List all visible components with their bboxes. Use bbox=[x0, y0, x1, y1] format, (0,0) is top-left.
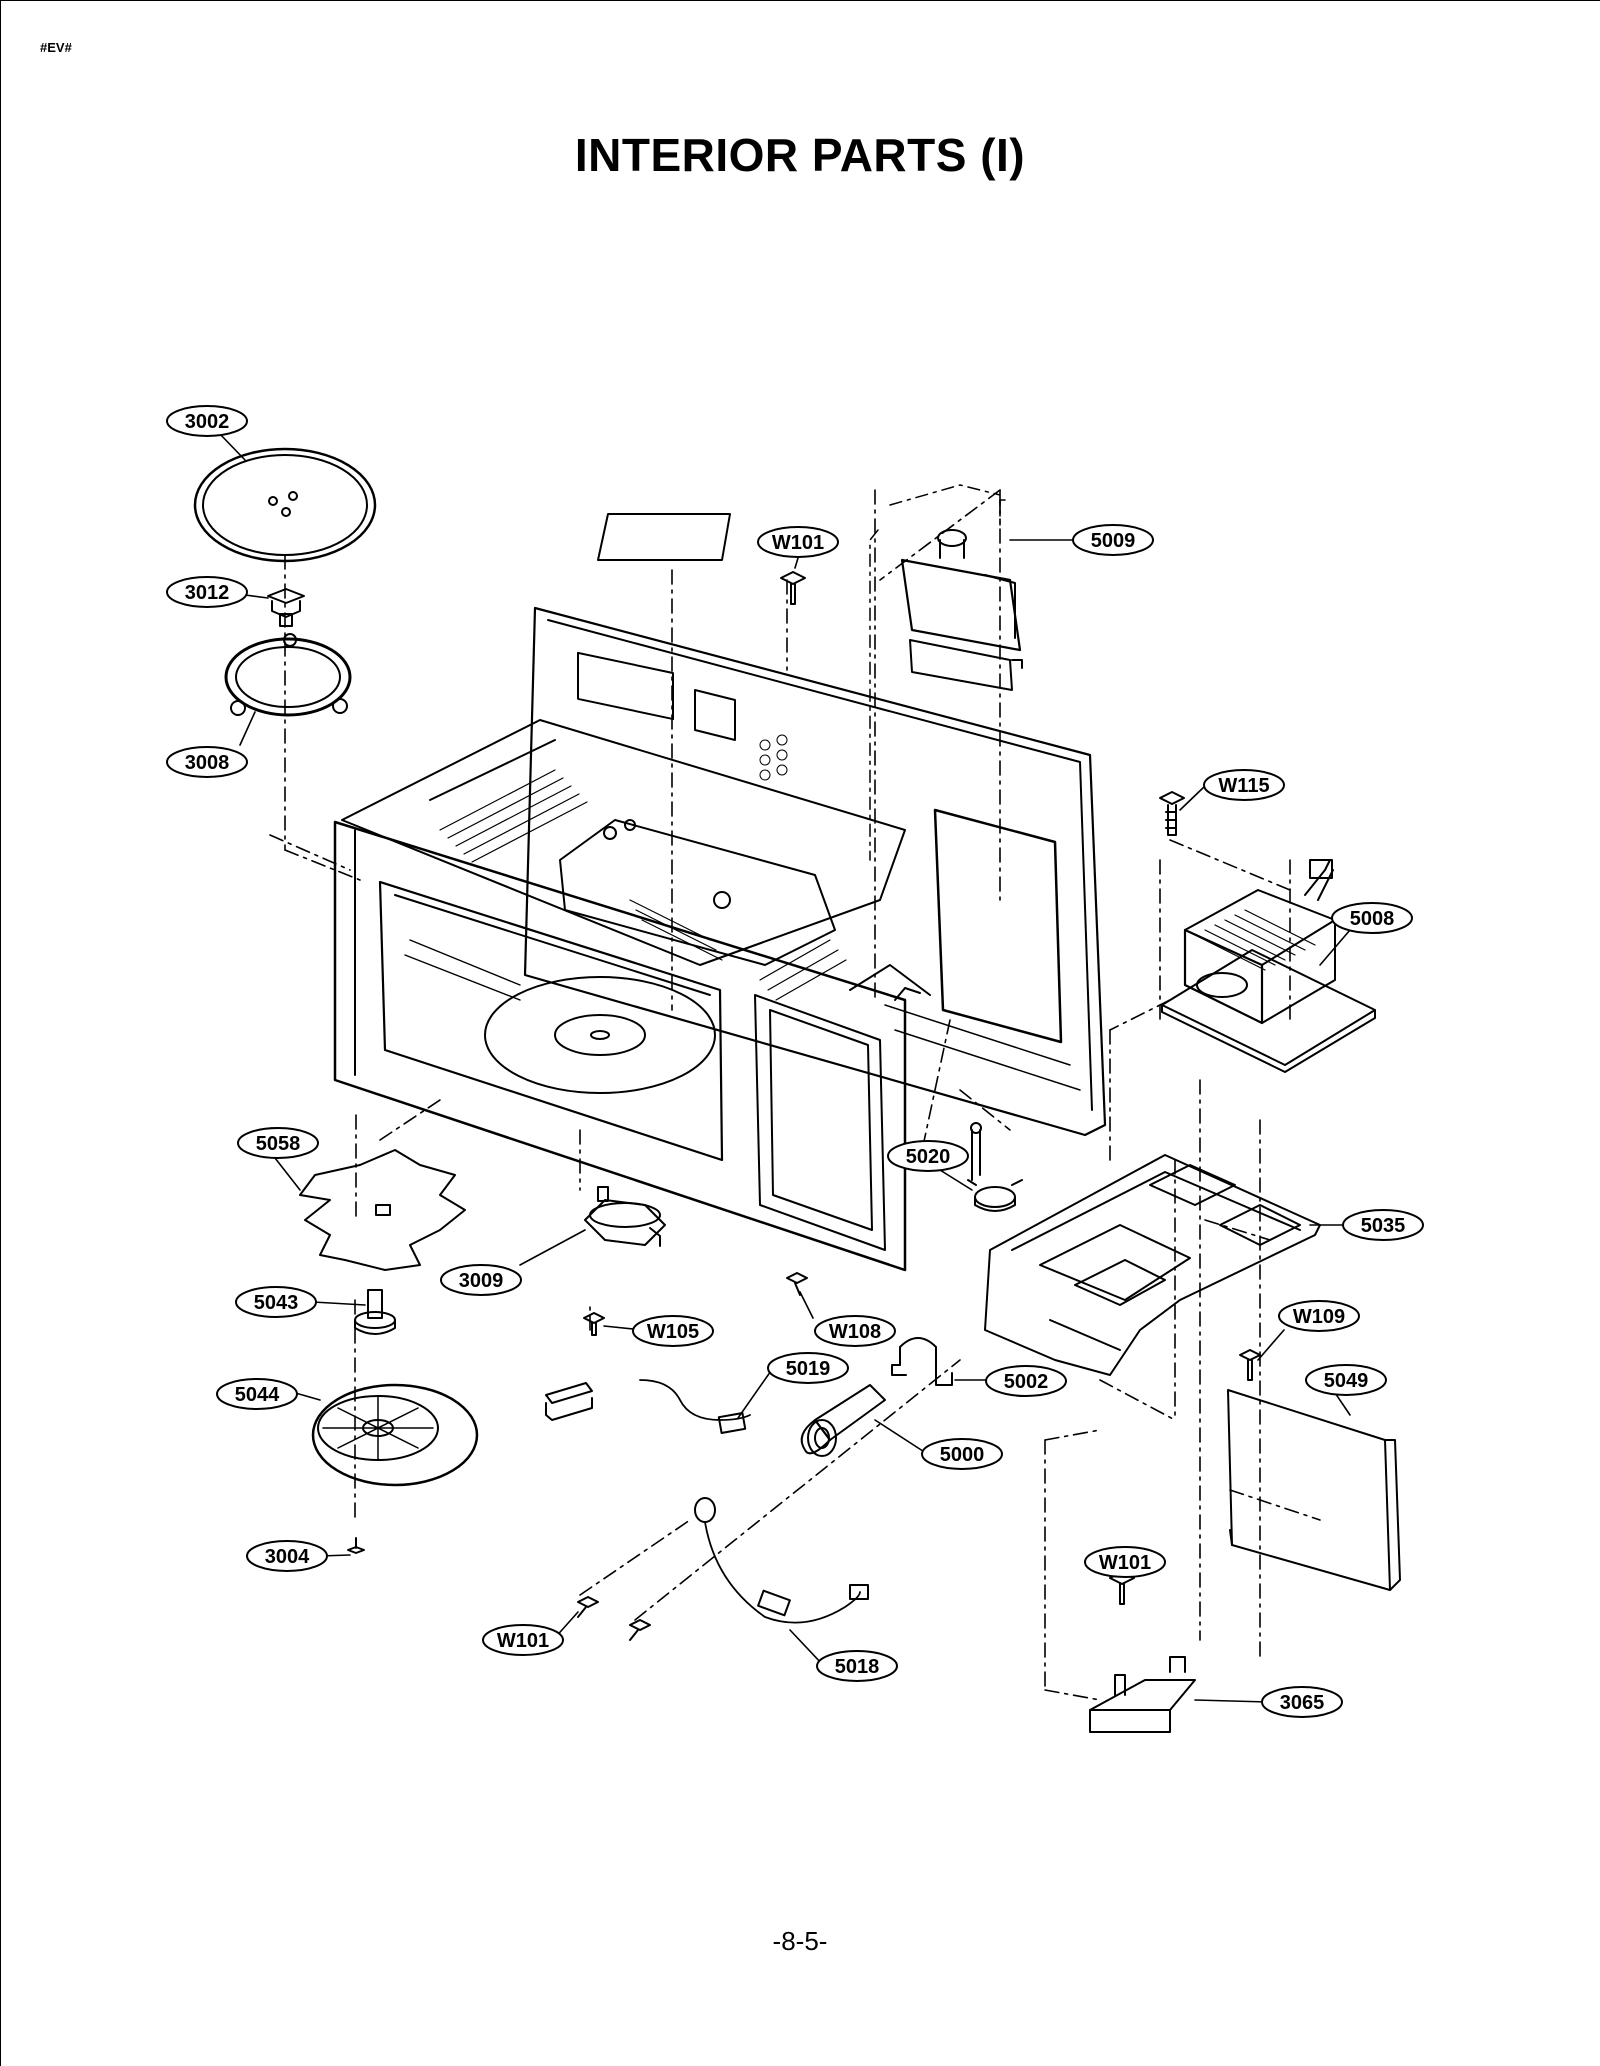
thermostat-part-5020 bbox=[967, 1122, 1023, 1212]
callout-5009: 5009 bbox=[1072, 524, 1154, 556]
label-card bbox=[597, 513, 731, 561]
callout-5020: 5020 bbox=[887, 1140, 969, 1172]
screw-w105 bbox=[583, 1312, 605, 1336]
callout-5043: 5043 bbox=[235, 1286, 317, 1318]
callout-3002: 3002 bbox=[166, 405, 248, 437]
callout-w101-top: W101 bbox=[757, 526, 839, 558]
callout-w109: W109 bbox=[1278, 1300, 1360, 1332]
callout-5018: 5018 bbox=[816, 1650, 898, 1682]
callout-w115-label: W115 bbox=[1218, 775, 1269, 797]
harness-part-5019 bbox=[545, 1379, 751, 1434]
assembly-guide-lines bbox=[269, 489, 1321, 1701]
callout-3012: 3012 bbox=[166, 576, 248, 608]
callout-5002-label: 5002 bbox=[1004, 1371, 1049, 1393]
screw-w108 bbox=[786, 1272, 808, 1296]
callout-5020-label: 5020 bbox=[906, 1146, 951, 1168]
glass-tray-part-3002 bbox=[193, 447, 377, 563]
callout-5002: 5002 bbox=[985, 1365, 1067, 1397]
callout-3009: 3009 bbox=[440, 1264, 522, 1296]
magnetron-part-5009 bbox=[869, 484, 1023, 861]
coupler-shaft-part-5043 bbox=[354, 1289, 396, 1335]
oven-cavity-assembly bbox=[333, 606, 1107, 1272]
callout-3008-label: 3008 bbox=[185, 752, 230, 774]
callout-w108-label: W108 bbox=[829, 1321, 881, 1343]
callout-w105: W105 bbox=[632, 1315, 714, 1347]
callout-3012-label: 3012 bbox=[185, 582, 230, 604]
coupler-part-3012 bbox=[267, 588, 305, 627]
callout-5019-label: 5019 bbox=[786, 1358, 831, 1380]
callout-5009-label: 5009 bbox=[1091, 530, 1136, 552]
callout-w101-mid: W101 bbox=[1084, 1546, 1166, 1578]
callout-3065-label: 3065 bbox=[1280, 1692, 1325, 1714]
callout-3065: 3065 bbox=[1261, 1686, 1343, 1718]
callout-w101-top-label: W101 bbox=[772, 532, 824, 554]
transformer-part-5008 bbox=[1161, 859, 1376, 1073]
screw-w115 bbox=[1159, 791, 1185, 836]
page-border-top bbox=[0, 0, 1600, 1]
callout-5018-label: 5018 bbox=[835, 1656, 880, 1678]
callout-5035-label: 5035 bbox=[1361, 1215, 1406, 1237]
callout-5035: 5035 bbox=[1342, 1209, 1424, 1241]
callout-5049: 5049 bbox=[1305, 1364, 1387, 1396]
callout-w105-label: W105 bbox=[647, 1321, 699, 1343]
callout-w115: W115 bbox=[1203, 769, 1285, 801]
screw-part-3004 bbox=[347, 1537, 365, 1554]
callout-w101-low: W101 bbox=[482, 1624, 564, 1656]
callout-5008: 5008 bbox=[1331, 902, 1413, 934]
callout-5008-label: 5008 bbox=[1350, 908, 1395, 930]
page-border-left bbox=[0, 0, 1, 2066]
screw-w101-top bbox=[780, 571, 806, 605]
callout-5049-label: 5049 bbox=[1324, 1370, 1369, 1392]
callout-3004: 3004 bbox=[246, 1540, 328, 1572]
callout-w101-low-label: W101 bbox=[497, 1630, 549, 1652]
diode-harness-part-5018 bbox=[694, 1497, 869, 1624]
bracket-part-3065 bbox=[1089, 1656, 1196, 1733]
callout-3002-label: 3002 bbox=[185, 411, 230, 433]
callout-5058-label: 5058 bbox=[256, 1133, 301, 1155]
base-plate-part-5035 bbox=[984, 1154, 1321, 1376]
page-number: -8-5- bbox=[772, 1926, 828, 1956]
turntable-support-part-5044 bbox=[311, 1383, 479, 1487]
callout-3008: 3008 bbox=[166, 746, 248, 778]
stirrer-blade-part-5058 bbox=[299, 1149, 466, 1271]
callout-5000: 5000 bbox=[921, 1438, 1003, 1470]
screw-w101-low bbox=[577, 1596, 651, 1641]
callout-5044-label: 5044 bbox=[235, 1384, 280, 1406]
callout-5044: 5044 bbox=[216, 1378, 298, 1410]
callout-w109-label: W109 bbox=[1293, 1306, 1345, 1328]
document-code: #EV# bbox=[40, 40, 72, 55]
callout-5000-label: 5000 bbox=[940, 1444, 985, 1466]
callout-5043-label: 5043 bbox=[254, 1292, 299, 1314]
callout-5019: 5019 bbox=[767, 1352, 849, 1384]
roller-ring-part-3008 bbox=[224, 633, 352, 717]
turntable-motor-part-3009 bbox=[584, 1186, 666, 1247]
callout-5058: 5058 bbox=[237, 1127, 319, 1159]
leader-lines bbox=[217, 431, 1351, 1703]
callout-3004-label: 3004 bbox=[265, 1546, 310, 1568]
bracket-part-5002 bbox=[891, 1337, 953, 1386]
callout-w108: W108 bbox=[814, 1315, 896, 1347]
capacitor-part-5000 bbox=[800, 1384, 886, 1457]
cover-plate-part-5049 bbox=[1227, 1389, 1401, 1591]
screw-w109 bbox=[1239, 1349, 1261, 1381]
page-title: INTERIOR PARTS (I) bbox=[574, 129, 1026, 181]
callout-w101-mid-label: W101 bbox=[1099, 1552, 1151, 1574]
callout-3009-label: 3009 bbox=[459, 1270, 504, 1292]
